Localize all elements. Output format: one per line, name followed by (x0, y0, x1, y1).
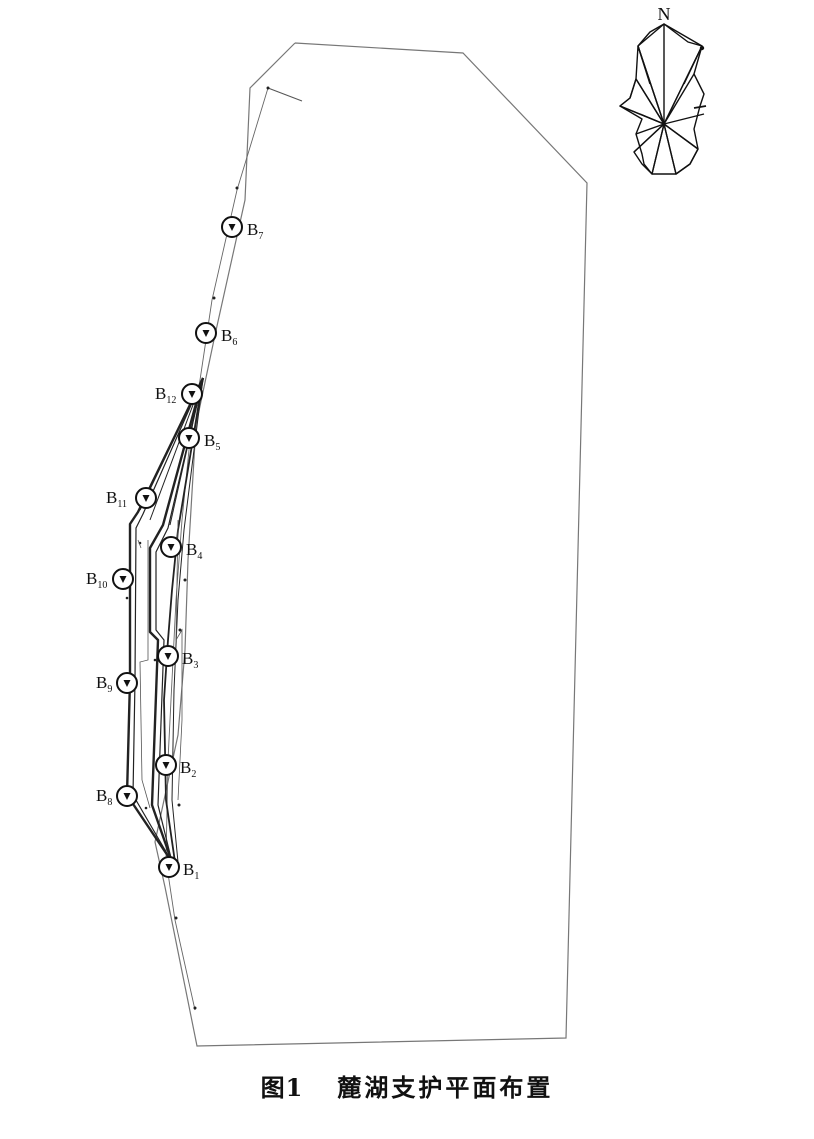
marker-b10: B10 (86, 568, 134, 591)
marker-triangle-icon (202, 330, 210, 337)
marker-label-b4: B4 (186, 540, 202, 562)
marker-triangle-icon (164, 653, 172, 660)
marker-triangle-icon (123, 680, 131, 687)
marker-b2: B2 (155, 754, 196, 780)
marker-triangle-icon (142, 495, 150, 502)
marker-triangle-icon (167, 544, 175, 551)
marker-b1: B1 (158, 856, 199, 882)
marker-b8: B8 (96, 785, 138, 808)
inner-guide-lines (137, 519, 183, 809)
support-structure (125, 377, 205, 863)
figure-caption: 图1 麓湖支护平面布置 (0, 1068, 814, 1103)
wind-rose-compass-icon (619, 23, 707, 175)
marker-b9: B9 (96, 672, 138, 695)
marker-triangle-icon (228, 224, 236, 231)
marker-triangle-icon (162, 762, 170, 769)
marker-b3: B3 (157, 645, 198, 671)
marker-triangle-icon (188, 391, 196, 398)
boundary-tick-line (267, 87, 303, 102)
marker-b4: B4 (160, 536, 202, 562)
marker-label-b8: B8 (96, 786, 112, 808)
marker-triangle-icon (123, 793, 131, 800)
marker-triangle-icon (185, 435, 193, 442)
marker-label-b10: B10 (86, 569, 107, 591)
marker-label-b5: B5 (204, 431, 220, 453)
marker-label-b2: B2 (180, 758, 196, 780)
marker-triangle-icon (119, 576, 127, 583)
marker-triangle-icon (165, 864, 173, 871)
survey-points (125, 86, 270, 1010)
marker-label-b9: B9 (96, 673, 112, 695)
marker-label-b12: B12 (155, 384, 176, 406)
marker-b6: B6 (195, 322, 237, 348)
site-boundary (154, 42, 588, 1047)
marker-b11: B11 (106, 487, 157, 510)
marker-b12: B12 (155, 383, 203, 406)
marker-label-b1: B1 (183, 860, 199, 882)
marker-b7: B7 (221, 216, 263, 242)
figure-number: 图1 (260, 1073, 304, 1102)
marker-label-b11: B11 (106, 488, 127, 510)
marker-label-b6: B6 (221, 326, 237, 348)
figure-title: 麓湖支护平面布置 (337, 1073, 554, 1102)
marker-label-b3: B3 (182, 649, 198, 671)
marker-b5: B5 (178, 427, 220, 453)
north-label: N (658, 4, 671, 24)
marker-label-b7: B7 (247, 220, 263, 242)
